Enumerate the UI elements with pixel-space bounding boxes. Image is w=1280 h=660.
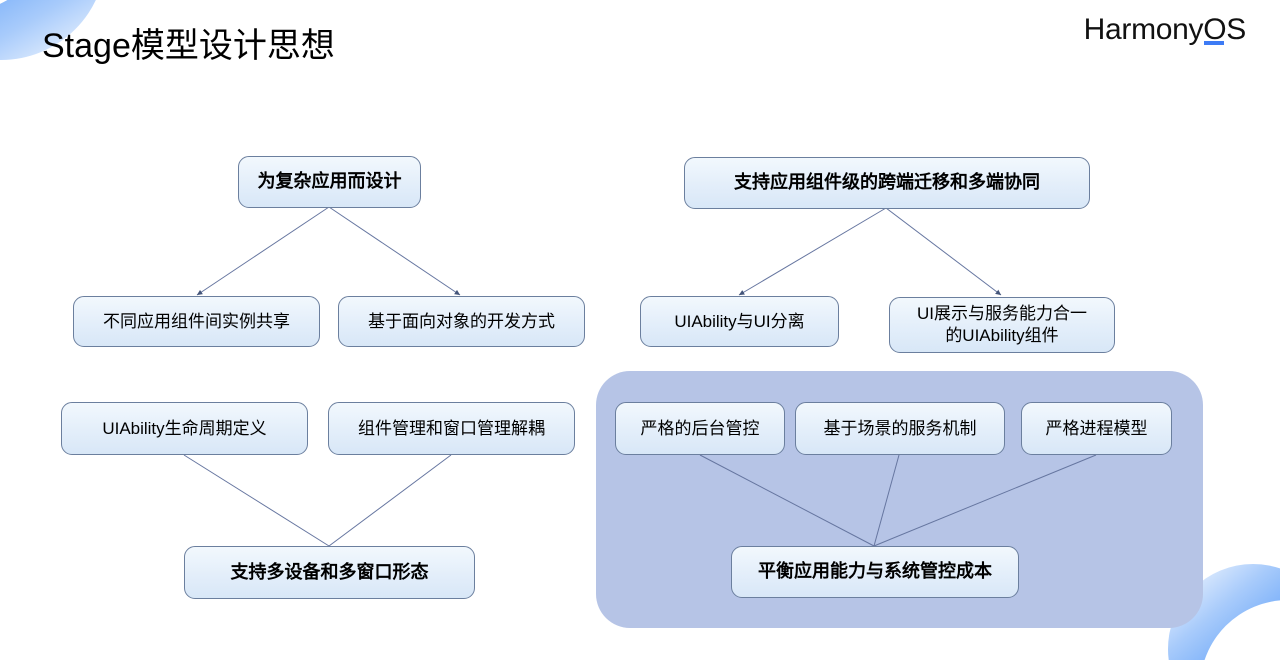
harmonyos-logo: HarmonyOS bbox=[1083, 13, 1247, 47]
connector-left-row2b-to-outcome bbox=[328, 454, 452, 547]
decorative-arc-top-left-mask bbox=[0, 0, 60, 14]
connector-right-root-to-child1 bbox=[738, 207, 887, 296]
brand-prefix: Harmony bbox=[1083, 13, 1204, 46]
brand-suffix: OS bbox=[1203, 13, 1246, 46]
node-panel-scenario-service[interactable]: 基于场景的服务机制 bbox=[795, 402, 1005, 455]
node-left-child-1[interactable]: 不同应用组件间实例共享 bbox=[73, 296, 320, 347]
node-left-child-2[interactable]: 基于面向对象的开发方式 bbox=[338, 296, 585, 347]
node-left-lifecycle[interactable]: UIAbility生命周期定义 bbox=[61, 402, 308, 455]
node-panel-process-model[interactable]: 严格进程模型 bbox=[1021, 402, 1172, 455]
brand-suffix-wrap: OS bbox=[1203, 13, 1246, 47]
node-right-child-2-line1: UI展示与服务能力合一 bbox=[917, 304, 1087, 324]
node-left-root[interactable]: 为复杂应用而设计 bbox=[238, 156, 421, 208]
connector-left-row2a-to-outcome bbox=[183, 454, 330, 547]
brand-accent-underline-icon bbox=[1204, 41, 1225, 45]
connector-right-root-to-child2 bbox=[885, 207, 1002, 296]
node-right-outcome[interactable]: 平衡应用能力与系统管控成本 bbox=[731, 546, 1019, 598]
node-right-child-2[interactable]: UI展示与服务能力合一 的UIAbility组件 bbox=[889, 297, 1115, 353]
node-panel-background-control[interactable]: 严格的后台管控 bbox=[615, 402, 785, 455]
page-title: Stage模型设计思想 bbox=[42, 27, 335, 65]
node-right-root[interactable]: 支持应用组件级的跨端迁移和多端协同 bbox=[684, 157, 1090, 209]
decorative-arc-bottom-right-mask bbox=[1200, 600, 1280, 660]
connector-left-root-to-child2 bbox=[328, 206, 461, 296]
node-right-child-2-line2: 的UIAbility组件 bbox=[945, 326, 1059, 345]
node-left-decoupling[interactable]: 组件管理和窗口管理解耦 bbox=[328, 402, 575, 455]
node-left-outcome[interactable]: 支持多设备和多窗口形态 bbox=[184, 546, 475, 599]
node-right-child-1[interactable]: UIAbility与UI分离 bbox=[640, 296, 839, 347]
node-right-child-2-text: UI展示与服务能力合一 的UIAbility组件 bbox=[917, 303, 1087, 347]
connector-left-root-to-child1 bbox=[196, 206, 330, 296]
